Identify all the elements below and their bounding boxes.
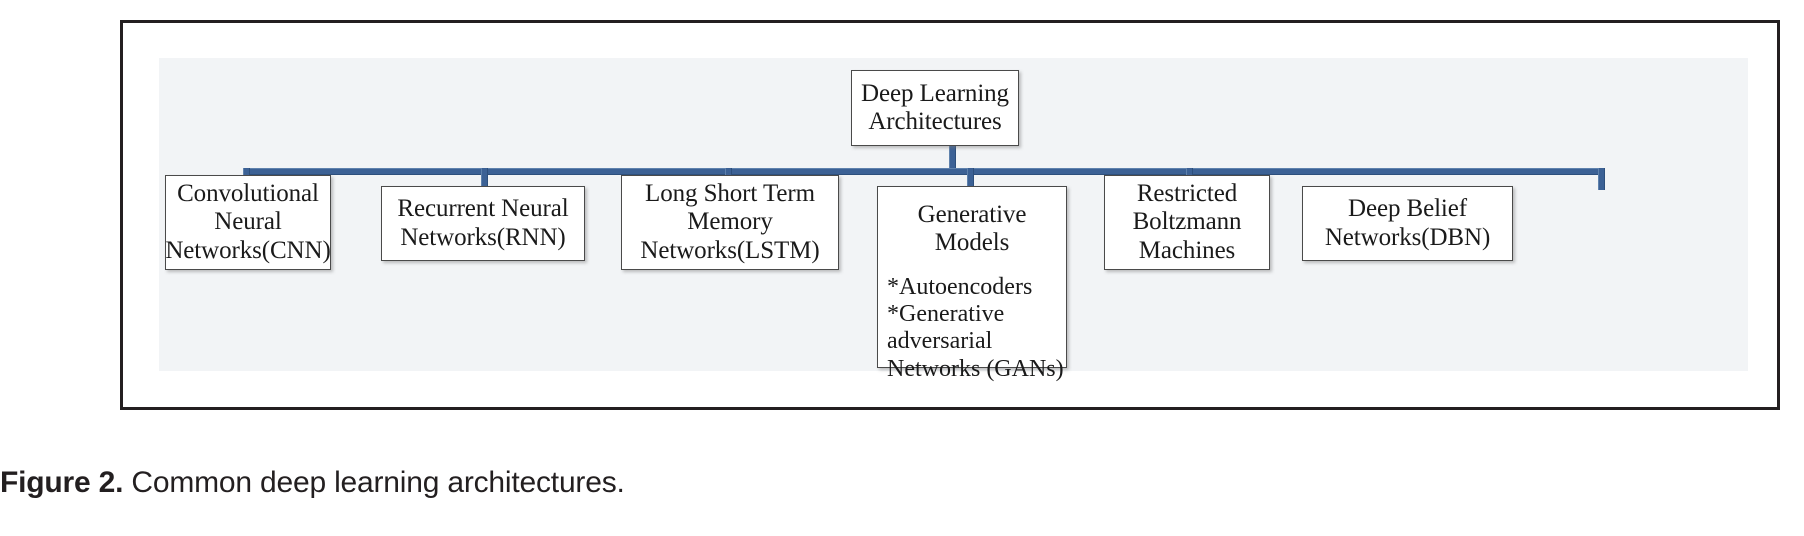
- node-rnn[interactable]: Recurrent Neural Networks(RNN): [381, 186, 585, 261]
- node-title: Recurrent Neural Networks(RNN): [397, 195, 569, 251]
- connector-drop-rnn: [481, 168, 488, 202]
- connector-horizontal-bus: [243, 168, 1605, 175]
- node-title: Long Short Term Memory Networks(LSTM): [640, 180, 820, 264]
- node-deep-learning-architectures[interactable]: Deep Learning Architectures: [851, 70, 1019, 146]
- connector-drop-dbn: [1598, 168, 1605, 190]
- figure-caption-text: Common deep learning architectures.: [131, 466, 625, 499]
- connector-drop-generative: [967, 168, 974, 202]
- node-generative-models[interactable]: Generative Models *Autoencoders *Generat…: [877, 186, 1067, 382]
- node-rbm[interactable]: Restricted Boltzmann Machines: [1104, 175, 1270, 270]
- node-cnn[interactable]: Convolutional Neural Networks(CNN): [165, 175, 331, 270]
- figure-caption-label: Figure 2.: [0, 466, 124, 499]
- node-title: Deep Belief Networks(DBN): [1324, 195, 1491, 251]
- node-dbn[interactable]: Deep Belief Networks(DBN): [1302, 186, 1513, 261]
- diagram-panel: Deep Learning Architectures Convolutiona…: [159, 58, 1748, 382]
- node-title: Convolutional Neural Networks(CNN): [165, 180, 331, 264]
- figure-frame: Deep Learning Architectures Convolutiona…: [120, 20, 1780, 410]
- node-title: Deep Learning Architectures: [861, 79, 1009, 135]
- figure-caption: Figure 2. Common deep learning architect…: [0, 466, 1804, 500]
- node-title: Generative Models: [917, 201, 1027, 257]
- node-sublist: *Autoencoders *Generative adversarial Ne…: [887, 273, 1064, 382]
- node-lstm[interactable]: Long Short Term Memory Networks(LSTM): [621, 175, 839, 270]
- node-title: Restricted Boltzmann Machines: [1132, 180, 1242, 264]
- connector-root-drop: [949, 145, 956, 171]
